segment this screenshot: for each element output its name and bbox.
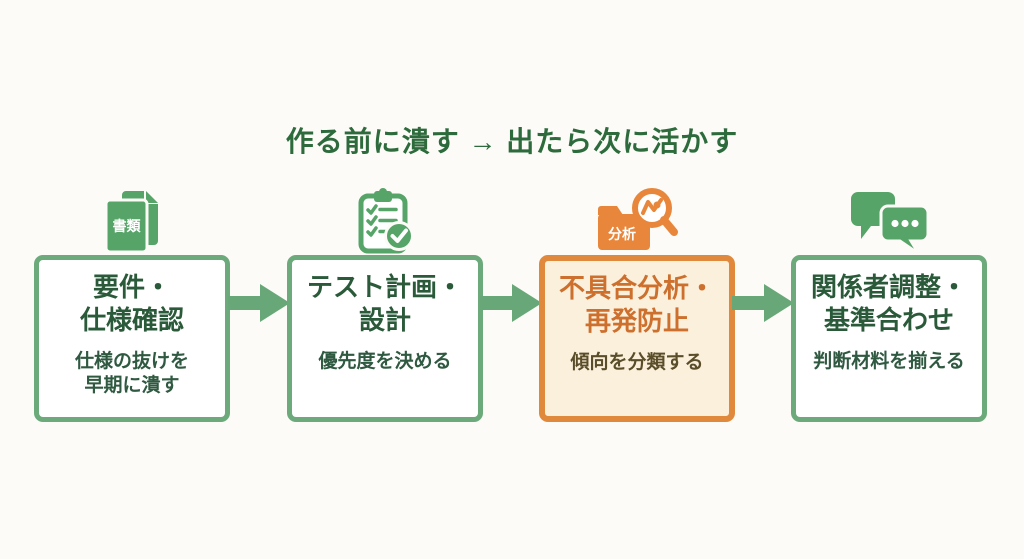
step-box-test-planning: テスト計画・ 設計 優先度を決める (287, 255, 483, 422)
step-subtitle: 優先度を決める (292, 350, 478, 375)
step-title: テスト計画・ 設計 (292, 271, 478, 338)
step-subtitle: 判断材料を揃える (796, 350, 982, 375)
step-title-line: 要件・ (92, 272, 171, 302)
step-title-line: テスト計画・ (306, 272, 463, 302)
chat-bubbles-icon (791, 184, 987, 254)
step-title-line: 関係者調整・ (810, 272, 967, 302)
documents-icon: 書類 (34, 184, 230, 254)
step-test-planning: テスト計画・ 設計 優先度を決める (287, 184, 483, 422)
step-title-line: 再発防止 (584, 306, 689, 337)
flow-arrow (732, 284, 794, 322)
step-box-defect-analysis: 不具合分析・ 再発防止 傾向を分類する (539, 255, 735, 422)
step-stakeholder-alignment: 関係者調整・ 基準合わせ 判断材料を揃える (791, 184, 987, 422)
step-subtitle-line: 早期に潰す (84, 375, 180, 397)
step-title-line: 設計 (358, 305, 411, 336)
step-subtitle-line: 傾向を分類する (570, 351, 704, 373)
step-subtitle-line: 優先度を決める (318, 350, 452, 372)
step-subtitle: 傾向を分類する (545, 351, 729, 376)
flow-arrow (228, 284, 290, 322)
step-title-line: 基準合わせ (823, 305, 954, 336)
step-title: 要件・ 仕様確認 (39, 271, 225, 338)
step-title-line: 仕様確認 (79, 305, 184, 336)
page-title: 作る前に潰す → 出たら次に活かす (285, 126, 739, 157)
step-requirements: 書類 要件・ 仕様確認 仕様の抜けを 早期に潰す (34, 184, 230, 422)
step-title-line: 不具合分析・ (558, 273, 715, 303)
step-box-stakeholder-alignment: 関係者調整・ 基準合わせ 判断材料を揃える (791, 255, 987, 422)
checklist-clipboard-icon (287, 184, 483, 254)
step-subtitle-line: 仕様の抜けを (74, 350, 189, 372)
step-title: 不具合分析・ 再発防止 (545, 272, 729, 339)
step-subtitle-line: 判断材料を揃える (813, 350, 965, 372)
step-defect-analysis: 分析 不具合分析・ 再発防止 傾向を分類する (539, 184, 735, 422)
documents-icon-label: 書類 (113, 218, 142, 234)
analysis-magnifier-icon: 分析 (539, 184, 735, 254)
step-subtitle: 仕様の抜けを 早期に潰す (39, 350, 225, 399)
analysis-icon-label: 分析 (608, 226, 636, 242)
flow-arrow (480, 284, 542, 322)
step-box-requirements: 要件・ 仕様確認 仕様の抜けを 早期に潰す (34, 255, 230, 422)
step-title: 関係者調整・ 基準合わせ (796, 271, 982, 338)
